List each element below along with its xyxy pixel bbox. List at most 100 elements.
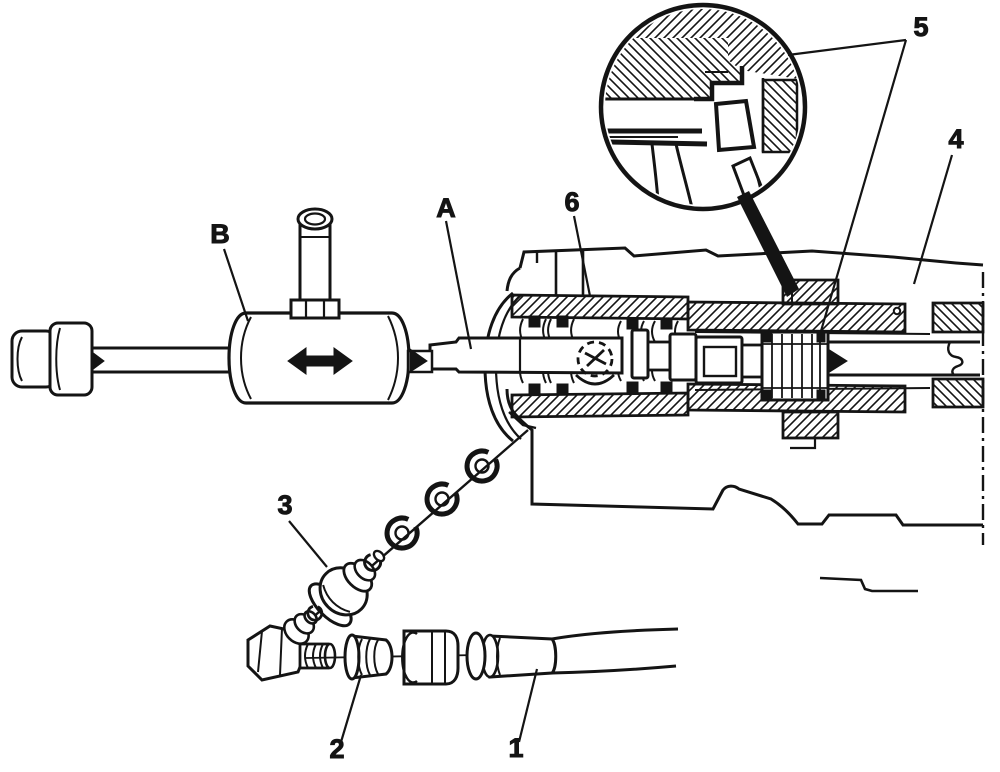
valve-window (702, 345, 738, 378)
bearing-rollers (762, 334, 828, 398)
detail-step-groove (694, 66, 745, 102)
detail-hatch-left (605, 38, 741, 98)
callout-leader-3 (288, 520, 328, 568)
callout-label-1: 1 (508, 733, 523, 763)
spool-neck (646, 340, 672, 372)
housing-boss-lines (554, 250, 585, 296)
callout-leader-B (222, 248, 250, 322)
callout-leader-2 (339, 674, 363, 743)
washer-ring (384, 515, 420, 551)
elbow-facets (257, 627, 283, 676)
fitting-nub (372, 549, 386, 563)
tool-rod (428, 336, 624, 375)
callout-leader-A (444, 220, 473, 350)
end-block-upper (931, 301, 985, 334)
detail-bearing-block (761, 78, 799, 154)
handle-tube (298, 219, 332, 305)
cylinder-face-arc-left (239, 316, 252, 400)
seal-washer-2 (424, 481, 460, 517)
washer-inner (434, 491, 450, 507)
nut-facets (304, 300, 326, 318)
callout-label-4: 4 (948, 124, 963, 154)
seal-washer-3 (384, 515, 420, 551)
detail-curve-1 (650, 143, 661, 205)
washer-ring (464, 448, 500, 484)
callout-label-3: 3 (277, 490, 292, 520)
washer-inner (394, 525, 410, 541)
sleeve-joints (687, 297, 906, 412)
magnifier-pointer-wedge (737, 191, 799, 297)
flare-nut (401, 629, 460, 686)
detail-roller (713, 98, 757, 153)
nut-facets (431, 631, 446, 684)
shaft-hook-detail (947, 341, 964, 376)
detail-thick-line (609, 139, 708, 147)
bearing-retainer-upper (781, 278, 840, 306)
output-shaft-lines (828, 340, 980, 377)
hidden-detail-dashed-circle (576, 340, 614, 378)
ball-bearing (760, 330, 848, 402)
seal-square (660, 381, 673, 394)
valve-shaft-assembly (428, 328, 980, 402)
fitting-ridge-2 (353, 558, 377, 582)
detail-tick (755, 171, 761, 189)
callout-label-B: B (210, 219, 230, 249)
bearing-seal (816, 333, 826, 343)
knob-face-arc-2 (55, 327, 61, 391)
hose (551, 627, 679, 675)
bore-wall-upper-left (510, 293, 690, 321)
elbow-snap-ring (306, 605, 324, 622)
callout-leader-4 (912, 154, 954, 285)
callout-label-A: A (436, 193, 456, 223)
callout-label-5: 5 (913, 12, 928, 42)
seal-square (556, 383, 569, 396)
disassembled-parts (246, 429, 679, 686)
housing-bore-section (483, 278, 985, 450)
sleeve-body (350, 634, 394, 680)
detail-curve-2 (674, 143, 695, 205)
spool-collar (630, 328, 650, 380)
bearing-contact-mark (827, 348, 848, 374)
housing-step-line (819, 576, 918, 593)
nipple-threads (304, 643, 324, 669)
washer-inner (474, 458, 490, 474)
oil-hole (892, 306, 902, 316)
bearing-seal (763, 389, 773, 399)
end-block-lower (931, 377, 985, 409)
hammer-shaft (90, 346, 234, 374)
tube-opening (303, 212, 327, 226)
retainer-tab (790, 436, 817, 450)
bearing-retainer-lower (781, 410, 840, 440)
nut-face-slot (401, 631, 418, 684)
slide-hammer-tool (10, 207, 434, 405)
shaft-seals-upper (519, 315, 679, 343)
seal-square (528, 315, 541, 328)
handle-base-nut (289, 298, 341, 320)
bearing-seal (763, 333, 773, 343)
bore-wall-lower-left (510, 391, 690, 419)
retainer-notch (783, 287, 793, 303)
tube-top-rim (296, 207, 334, 231)
slide-direction-arrow (287, 347, 353, 375)
washer-ring (424, 481, 460, 517)
knob-face-arc (16, 336, 23, 382)
shaft-shadow-notch (91, 351, 105, 371)
seal-square (626, 317, 639, 330)
stub-shadow-notch (409, 348, 428, 373)
nipple-cap (323, 642, 337, 670)
threaded-sleeve-part2 (343, 633, 394, 681)
elbow-thread-ridges (282, 605, 324, 646)
under-arc (575, 373, 615, 386)
bearing-seal (816, 389, 826, 399)
x-mark (584, 348, 607, 368)
sleeve-collar (343, 633, 361, 681)
ferrule-sleeve (488, 634, 558, 679)
seal-square (528, 383, 541, 396)
callout-label-2: 2 (329, 734, 344, 764)
callout-leader-5 (787, 38, 908, 332)
seal-square (626, 381, 639, 394)
sleeve-threads (357, 638, 379, 676)
callouts: 5 4 6 A B 3 2 1 (210, 12, 964, 765)
